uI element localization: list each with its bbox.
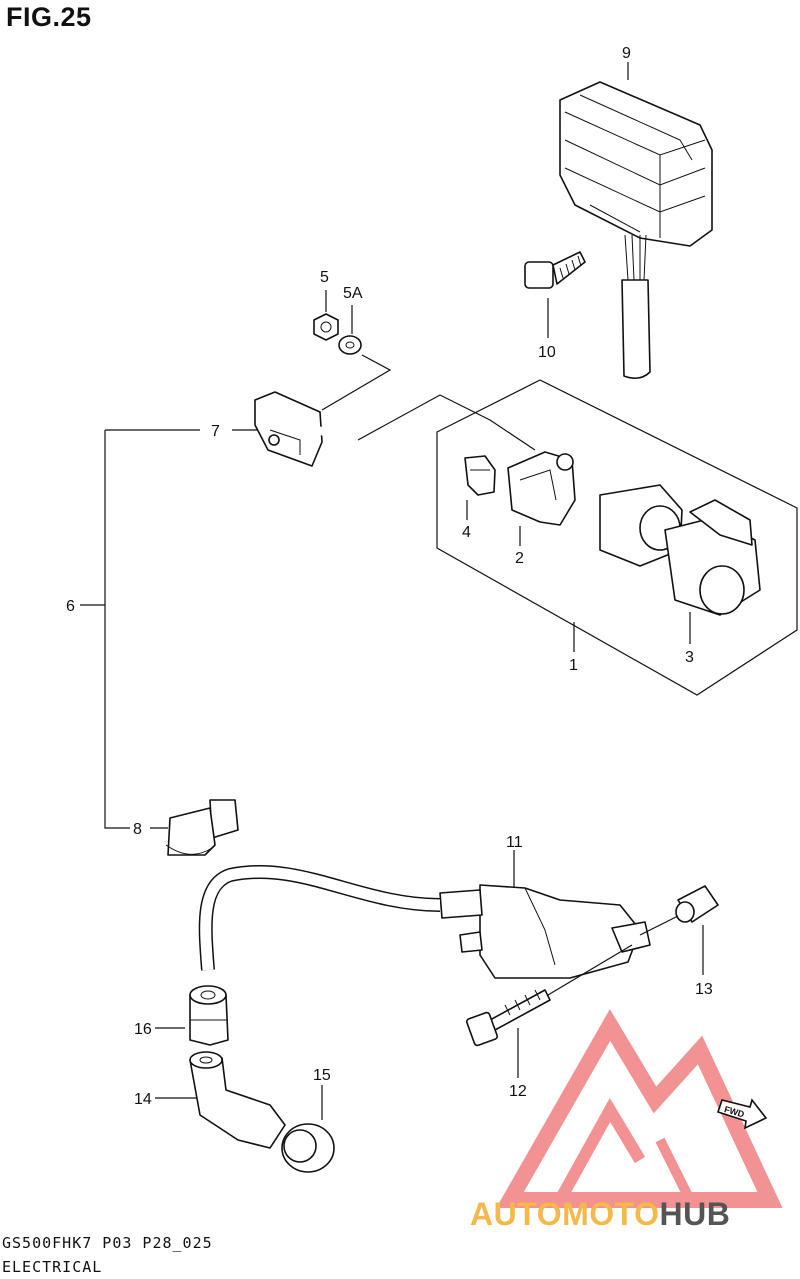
watermark-text-a: AUTOMOTO (470, 1196, 660, 1232)
callout-6: 6 (66, 598, 75, 615)
part-13-spacer (675, 885, 719, 923)
callout-9: 9 (622, 45, 631, 62)
watermark-text: AUTOMOTOHUB (470, 1196, 730, 1233)
watermark-text-b: HUB (659, 1196, 731, 1232)
part-8-plug-cap (165, 799, 239, 856)
part-2-switch-body (507, 451, 576, 526)
callout-2: 2 (515, 550, 524, 567)
part-12-bolt (465, 989, 551, 1047)
footer-description: ELECTRICAL (2, 1258, 103, 1276)
part-11-ignition-coil (439, 884, 651, 979)
nut-5 (313, 313, 339, 341)
watermark-logo (496, 1009, 783, 1208)
callout-16: 16 (134, 1021, 152, 1038)
part-3-lock-cylinder (599, 484, 761, 616)
coil-lead-inner (200, 866, 441, 971)
figure-title: FIG.25 (6, 2, 92, 32)
callout-5a: 5A (343, 285, 363, 302)
regulator-harness (621, 234, 651, 380)
callout-14: 14 (134, 1091, 152, 1108)
callout-5: 5 (320, 269, 329, 286)
part-7-bracket (254, 391, 323, 467)
callout-12: 12 (509, 1083, 527, 1100)
part-16-grommet (189, 985, 229, 1046)
callout-15: 15 (313, 1067, 331, 1084)
regulator-rectifier (559, 81, 713, 247)
callout-3: 3 (685, 649, 694, 666)
bolt-axis (547, 944, 633, 996)
part-4-clip (464, 455, 496, 496)
washer-5a (338, 335, 362, 355)
callout-1: 1 (569, 657, 578, 674)
bolt-10 (524, 251, 586, 289)
spacer-axis (639, 915, 679, 936)
callout-7: 7 (211, 423, 220, 440)
callout-8: 8 (133, 821, 142, 838)
part-15-boot (281, 1123, 335, 1173)
footer-model-code: GS500FHK7 P03 P28_025 (2, 1234, 213, 1252)
fwd-arrow-icon: FWD (716, 1098, 768, 1130)
callout-11: 11 (506, 834, 523, 851)
ignition-switch-box (436, 379, 798, 696)
callout-10: 10 (538, 344, 556, 361)
part-6-lead-inner (230, 426, 416, 812)
callout-13: 13 (695, 981, 713, 998)
part-14-plug-cap (189, 1051, 286, 1149)
callout-4: 4 (462, 524, 471, 541)
